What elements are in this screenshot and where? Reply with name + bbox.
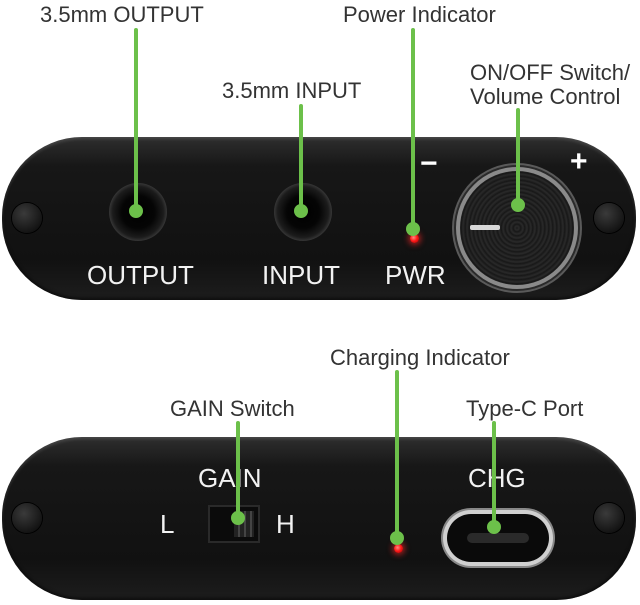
left-screw-icon — [12, 503, 42, 533]
callout-power-indicator: Power Indicator — [343, 2, 496, 27]
right-screw-icon — [594, 203, 624, 233]
knob-indicator-mark — [470, 225, 500, 230]
callout-charging-indicator: Charging Indicator — [330, 345, 510, 370]
callout-gain-switch: GAIN Switch — [170, 396, 295, 421]
typec-tongue — [467, 533, 529, 543]
callout-input: 3.5mm INPUT — [222, 78, 362, 103]
plus-sign: + — [570, 145, 588, 178]
gain-switch[interactable] — [208, 505, 260, 543]
callout-output: 3.5mm OUTPUT — [40, 2, 204, 27]
gain-low-label: L — [160, 509, 175, 539]
chg-label: CHG — [468, 463, 526, 493]
minus-sign: − — [420, 147, 438, 180]
power-led — [410, 234, 419, 243]
input-jack[interactable] — [274, 183, 332, 241]
pwr-label: PWR — [385, 260, 446, 290]
gain-label: GAIN — [198, 463, 262, 493]
gain-high-label: H — [276, 509, 295, 539]
callout-switch-line2: Volume Control — [470, 84, 621, 109]
callout-typec-port: Type-C Port — [466, 396, 584, 421]
gain-switch-knob[interactable] — [234, 511, 254, 537]
output-jack[interactable] — [109, 183, 167, 241]
front-panel: OUTPUT INPUT PWR − + — [2, 137, 636, 300]
back-panel: GAIN L H CHG — [2, 437, 636, 600]
callout-switch-line1: ON/OFF Switch/ — [470, 60, 631, 85]
volume-knob[interactable] — [460, 171, 574, 285]
input-label: INPUT — [262, 260, 340, 290]
output-label: OUTPUT — [87, 260, 194, 290]
typec-port[interactable] — [447, 514, 549, 562]
right-screw-icon — [594, 503, 624, 533]
left-screw-icon — [12, 203, 42, 233]
charging-led — [394, 544, 403, 553]
